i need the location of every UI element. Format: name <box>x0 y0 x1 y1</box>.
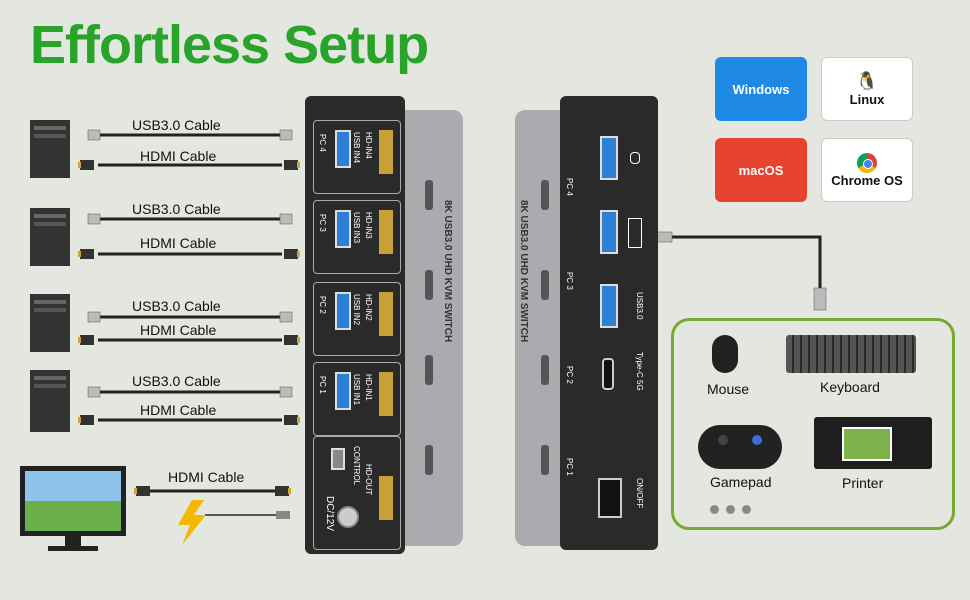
hdmi-cable-label-pc3: HDMI Cable <box>140 235 217 251</box>
hdmi-cable-label-pc4: HDMI Cable <box>140 148 217 164</box>
port-group-pc1 <box>313 362 401 436</box>
os-windows-badge: Windows <box>715 57 807 121</box>
control-label: CONTROL <box>352 446 361 486</box>
back-pc3-label: PC 3 <box>565 272 574 290</box>
typec-port <box>602 358 614 390</box>
os-linux-label: Linux <box>849 92 885 107</box>
front-hdmi4-label: HD-IN4 <box>364 132 373 159</box>
peripherals-frame: Mouse Keyboard Gamepad Printer <box>671 318 955 530</box>
back-onoff-label: ON/OFF <box>635 478 644 509</box>
back-side-button-3[interactable] <box>541 270 549 300</box>
more-dot-1 <box>710 505 719 514</box>
os-macos-label: macOS <box>738 162 784 178</box>
back-side-text: 8K USB3.0 UHD KVM SWITCH <box>518 200 529 343</box>
back-pc1-label: PC 1 <box>565 458 574 476</box>
back-pc2-label: PC 2 <box>565 366 574 384</box>
pc-tower-1-icon <box>30 370 70 432</box>
front-pc2-label: PC 2 <box>318 296 327 314</box>
side-button-1[interactable] <box>425 445 433 475</box>
keyboard-port-icon <box>628 218 642 248</box>
port-group-pc2 <box>313 282 401 356</box>
usb-port-1 <box>335 372 351 410</box>
back-usb-port-3 <box>600 284 618 328</box>
usb-cable-label-pc2: USB3.0 Cable <box>132 298 221 314</box>
back-side-button-2[interactable] <box>541 355 549 385</box>
more-dot-3 <box>742 505 751 514</box>
dc-jack <box>337 506 359 528</box>
hdmi-cable-label-pc1: HDMI Cable <box>140 402 217 418</box>
mouse-port-icon <box>630 152 640 164</box>
pc-tower-4-icon <box>30 120 70 178</box>
port-group-pc4 <box>313 120 401 194</box>
more-dot-2 <box>726 505 735 514</box>
usb-port-2 <box>335 292 351 330</box>
usb-cable-label-pc3: USB3.0 Cable <box>132 201 221 217</box>
back-usb-label: USB3.0 <box>635 292 644 320</box>
linux-penguin-icon: 🐧 <box>855 71 879 91</box>
kvm-back-panel: PC 4 PC 3 PC 2 PC 1 USB3.0 Type-C 5G ON/… <box>560 96 658 550</box>
back-usb-port-1 <box>600 136 618 180</box>
hdmi-cable-label-pc2: HDMI Cable <box>140 322 217 338</box>
front-hdmi1-label: HD-IN1 <box>364 374 373 401</box>
usb-cable-label-pc4: USB3.0 Cable <box>132 117 221 133</box>
hd-out-label: HD-OUT <box>364 464 373 496</box>
keyboard-icon <box>786 335 916 373</box>
printer-label: Printer <box>842 475 884 491</box>
front-pc3-label: PC 3 <box>318 214 327 232</box>
dc-label: DC/12V <box>324 496 335 532</box>
usb-cable-label-pc1: USB3.0 Cable <box>132 373 221 389</box>
back-usb-port-2 <box>600 210 618 254</box>
front-pc1-label: PC 1 <box>318 376 327 394</box>
back-side-button-1[interactable] <box>541 445 549 475</box>
printer-icon <box>814 417 932 469</box>
kvm-front-side: 8K USB3.0 UHD KVM SWITCH <box>405 110 463 546</box>
keyboard-label: Keyboard <box>820 379 880 395</box>
back-side-button-4[interactable] <box>541 180 549 210</box>
mouse-label: Mouse <box>707 381 750 397</box>
front-usb4-label: USB IN4 <box>352 132 361 164</box>
front-hdmi3-label: HD-IN3 <box>364 212 373 239</box>
hdmi-out-port <box>379 476 393 520</box>
hdmi-port-4 <box>379 130 393 174</box>
os-chromeos-badge: Chrome OS <box>821 138 913 202</box>
hdmi-port-2 <box>379 292 393 336</box>
back-pc4-label: PC 4 <box>565 178 574 196</box>
front-pc4-label: PC 4 <box>318 134 327 152</box>
os-chromeos-label: Chrome OS <box>831 172 903 188</box>
pc-tower-2-icon <box>30 294 70 352</box>
usb-port-4 <box>335 130 351 168</box>
output-group <box>313 436 401 550</box>
front-side-text: 8K USB3.0 UHD KVM SWITCH <box>442 200 453 343</box>
front-usb1-label: USB IN1 <box>352 374 361 406</box>
os-macos-badge: macOS <box>715 138 807 202</box>
monitor-icon <box>20 466 126 551</box>
os-windows-label: Windows <box>732 81 790 97</box>
front-hdmi2-label: HD-IN2 <box>364 294 373 321</box>
port-group-pc3 <box>313 200 401 274</box>
usb-port-3 <box>335 210 351 248</box>
back-typec-label: Type-C 5G <box>635 352 644 391</box>
chrome-logo-icon <box>857 152 877 173</box>
side-button-4[interactable] <box>425 180 433 210</box>
front-usb2-label: USB IN2 <box>352 294 361 326</box>
hdmi-cable-label-monitor: HDMI Cable <box>168 469 245 485</box>
side-button-2[interactable] <box>425 355 433 385</box>
gamepad-icon <box>698 425 782 469</box>
hdmi-port-1 <box>379 372 393 416</box>
hdmi-port-3 <box>379 210 393 254</box>
gamepad-label: Gamepad <box>710 474 772 490</box>
os-linux-badge: 🐧 Linux <box>821 57 913 121</box>
power-bolt-icon <box>178 500 206 545</box>
power-switch[interactable] <box>598 478 622 518</box>
side-button-3[interactable] <box>425 270 433 300</box>
front-usb3-label: USB IN3 <box>352 212 361 244</box>
page-title: Effortless Setup <box>30 15 429 75</box>
mouse-icon <box>712 335 738 373</box>
pc-tower-3-icon <box>30 208 70 266</box>
kvm-front-panel: PC 4 USB IN4 HD-IN4 PC 3 USB IN3 HD-IN3 … <box>305 96 405 554</box>
control-port <box>331 448 345 470</box>
